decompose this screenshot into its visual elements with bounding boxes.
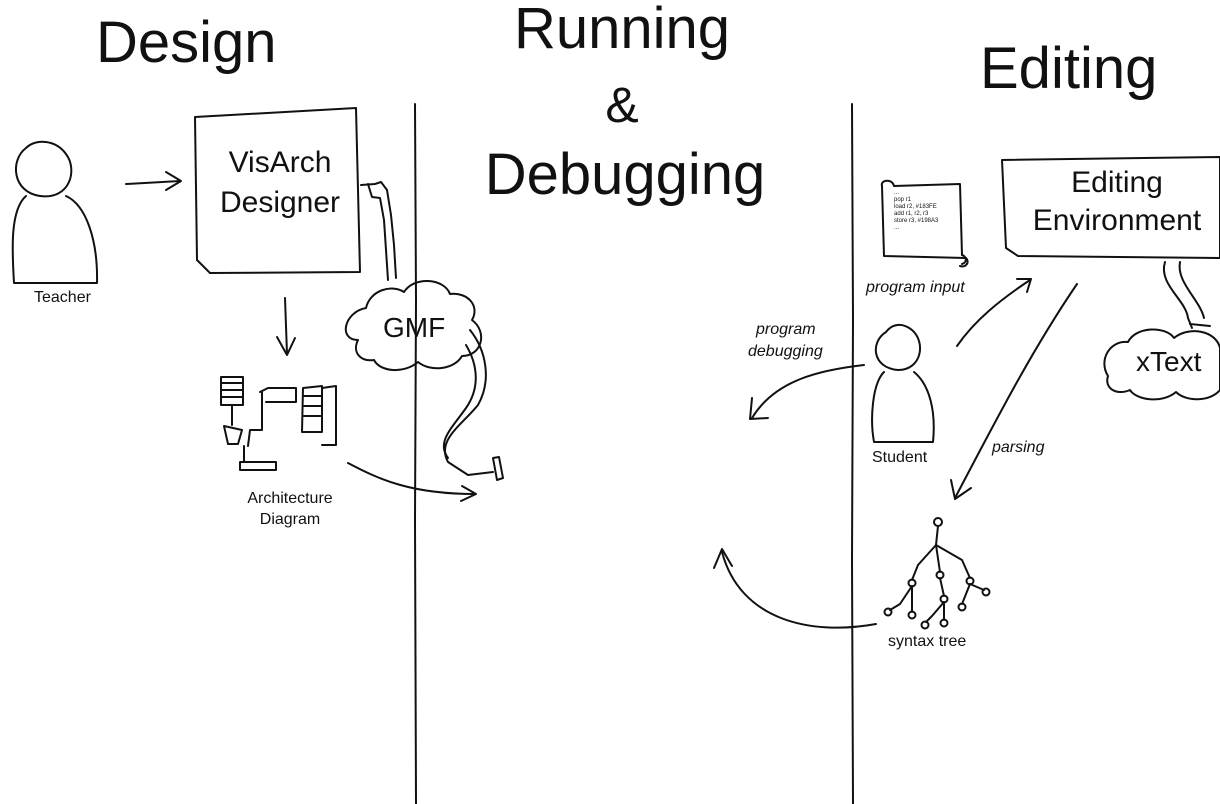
editing-environment-box <box>1001 156 1220 259</box>
student-figure-icon <box>871 324 935 443</box>
pipe-gmf-to-running <box>442 329 504 481</box>
scroll-line: pop r1 <box>894 197 912 203</box>
section-title-debugging: Debugging <box>484 142 766 207</box>
arrow-syntax-tree-to-running <box>713 548 877 629</box>
arrow-architecture-to-running <box>347 462 477 502</box>
divider-design-running <box>414 103 417 804</box>
arrow-program-input <box>956 278 1032 347</box>
program-input-label: program input <box>866 279 965 296</box>
arrow-program-debugging <box>749 364 865 420</box>
gmf-label: GMF <box>383 312 446 343</box>
divider-running-editing <box>851 103 854 804</box>
scroll-line: add r1, r2, r3 <box>894 211 929 217</box>
gmf-cloud <box>344 279 482 371</box>
scroll-line: load r2, #183FE <box>894 204 937 210</box>
pipe-designer-to-gmf <box>360 181 397 281</box>
section-title-running: Running <box>513 0 731 61</box>
program-scroll-icon <box>880 179 969 268</box>
arrow-designer-to-architecture <box>276 297 296 356</box>
arrow-parsing <box>950 283 1078 500</box>
designer-label-line2: Designer <box>219 186 341 219</box>
arrow-teacher-to-designer <box>125 171 182 191</box>
scroll-line: ... <box>894 190 900 196</box>
teacher-figure-icon <box>11 140 99 284</box>
architecture-label-line1: Architecture <box>247 490 333 507</box>
xtext-cloud <box>1103 328 1220 401</box>
program-debugging-label-line2: debugging <box>748 343 823 360</box>
editing-environment-label-line1: Editing <box>1071 166 1163 199</box>
scroll-line: store r3, #198A3 <box>894 218 939 224</box>
pipe-env-to-xtext <box>1162 261 1211 329</box>
section-title-editing: Editing <box>980 36 1158 101</box>
student-label: Student <box>872 449 928 466</box>
section-title-design: Design <box>96 10 277 75</box>
parsing-label: parsing <box>992 439 1045 456</box>
scroll-line: ... <box>894 225 900 231</box>
section-title-ampersand: & <box>605 77 639 133</box>
designer-label-line1: VisArch <box>228 146 332 179</box>
architecture-diagram-sketch <box>220 376 337 471</box>
editing-environment-label-line2: Environment <box>1032 204 1202 237</box>
program-scroll-text: ... pop r1 load r2, #183FE add r1, r2, r… <box>894 190 938 232</box>
designer-box <box>194 107 361 274</box>
teacher-label: Teacher <box>34 289 91 306</box>
syntax-tree-label: syntax tree <box>888 633 967 650</box>
architecture-label-line2: Diagram <box>259 511 321 528</box>
syntax-tree-icon <box>883 517 991 630</box>
program-debugging-label-line1: program <box>756 321 816 338</box>
xtext-label: xText <box>1136 346 1202 377</box>
